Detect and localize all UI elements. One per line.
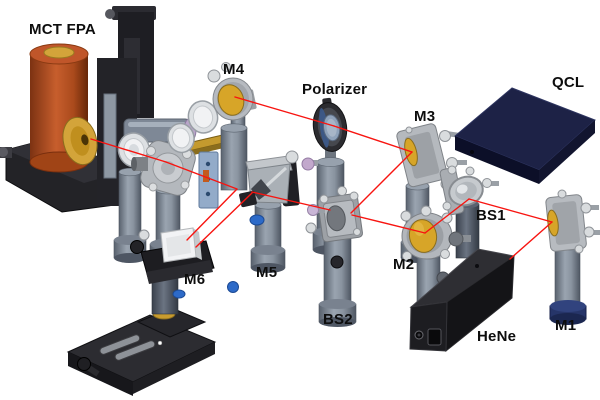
bs2-mount	[317, 193, 363, 243]
post	[220, 127, 248, 191]
polarizer-ring	[312, 97, 348, 152]
beam-m5-to-relay	[165, 161, 238, 190]
beam-m3-to-polarizer	[333, 125, 413, 153]
telescope-lens-2	[167, 122, 195, 154]
label-m5: M5	[256, 264, 278, 281]
label-bs2: BS2	[323, 311, 353, 328]
beam-polarizer-to-m4	[234, 96, 335, 127]
bs2-beamsplitter	[305, 186, 363, 327]
post	[118, 171, 142, 245]
m4-mirror	[207, 62, 257, 191]
label-m2: M2	[393, 256, 415, 273]
post	[323, 232, 352, 310]
m5-mirror	[239, 150, 300, 273]
beam-relay-to-detector	[90, 138, 167, 163]
beam-hene-to-m1	[509, 221, 553, 260]
label-bs1: BS1	[476, 207, 506, 224]
label-qcl: QCL	[552, 74, 585, 91]
telescope-lens-1	[187, 100, 219, 134]
side-knob	[0, 147, 8, 157]
label-m4: M4	[223, 61, 245, 78]
label-m3: M3	[414, 108, 436, 125]
gold-mirror-face	[217, 84, 245, 116]
beam-m6-to-m5	[195, 192, 253, 248]
relay-optics-assembly	[113, 100, 246, 270]
label-hene: HeNe	[477, 328, 517, 345]
mct-fpa-detector-assembly	[0, 6, 197, 213]
power-switch	[427, 328, 442, 346]
beam-m2-to-bs2	[351, 214, 426, 234]
stage-rail	[103, 93, 117, 179]
beam-m5-to-m6	[186, 188, 238, 241]
label-m6: M6	[184, 271, 206, 288]
gold-mirror-face	[547, 209, 559, 237]
label-polarizer: Polarizer	[302, 81, 368, 98]
detector-window	[62, 116, 98, 166]
beam-bs2-to-m3	[350, 151, 413, 214]
dewar-cap	[43, 46, 75, 59]
label-mct-fpa: MCT FPA	[29, 21, 96, 38]
label-m1: M1	[555, 317, 577, 334]
bs1-beamsplitter	[439, 165, 499, 259]
bs1-optic	[448, 175, 484, 207]
m6-delay-stage-assembly	[66, 227, 239, 396]
beam-path	[90, 96, 553, 260]
post	[554, 245, 581, 307]
stage-knob	[77, 357, 91, 371]
beam-bs1-to-m2	[424, 198, 470, 234]
qcl-laser	[454, 87, 596, 184]
m1-mirror	[545, 189, 600, 325]
beam-m1-to-bs1	[468, 198, 553, 223]
bs2-optic	[326, 205, 346, 232]
hene-laser	[409, 248, 516, 353]
beam-bs2-to-m5	[251, 191, 331, 211]
